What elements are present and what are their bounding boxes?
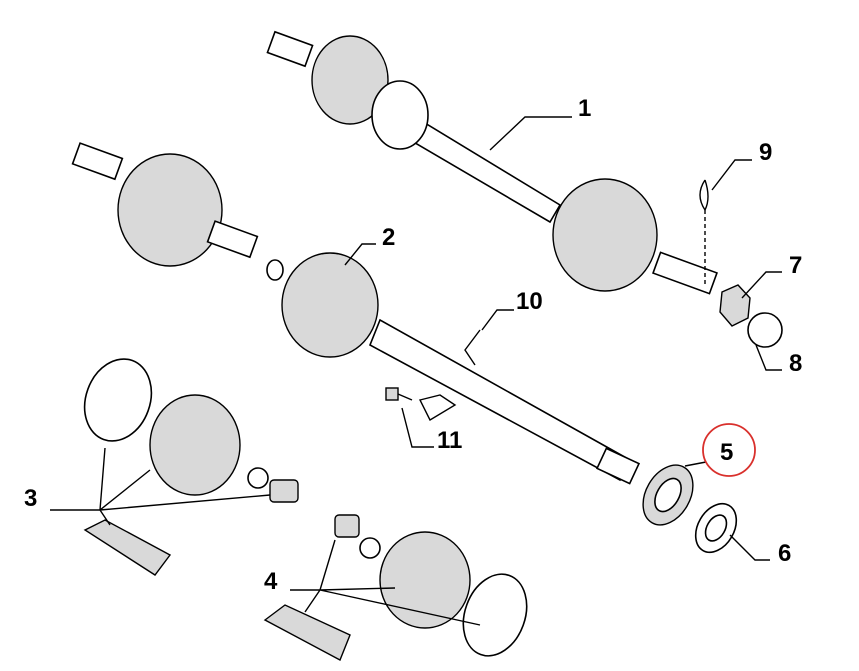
label-3: 3 <box>24 485 37 512</box>
leader-lines <box>50 116 782 626</box>
boot-kit-3[interactable] <box>74 350 299 576</box>
label-9: 9 <box>759 139 772 166</box>
label-8: 8 <box>789 350 802 377</box>
lock-ring-8[interactable] <box>747 312 783 348</box>
label-2: 2 <box>382 224 395 251</box>
drive-shaft-1[interactable] <box>266 30 718 295</box>
label-1: 1 <box>578 95 591 122</box>
label-6: 6 <box>778 540 791 567</box>
boot-kit-4[interactable] <box>263 514 538 665</box>
drive-shaft-2[interactable] <box>71 142 641 485</box>
label-7: 7 <box>789 252 802 279</box>
seal-6[interactable] <box>687 496 744 559</box>
bearing-5[interactable] <box>633 456 703 533</box>
nut-7[interactable] <box>719 284 751 327</box>
split-pin-9[interactable] <box>699 179 709 212</box>
bolt-11[interactable] <box>385 387 413 401</box>
highlight-circle <box>702 423 756 477</box>
label-11: 11 <box>437 427 462 454</box>
bracket-10[interactable] <box>418 329 481 421</box>
label-10: 10 <box>516 288 543 315</box>
label-5: 5 <box>720 439 733 466</box>
label-4: 4 <box>264 568 278 595</box>
